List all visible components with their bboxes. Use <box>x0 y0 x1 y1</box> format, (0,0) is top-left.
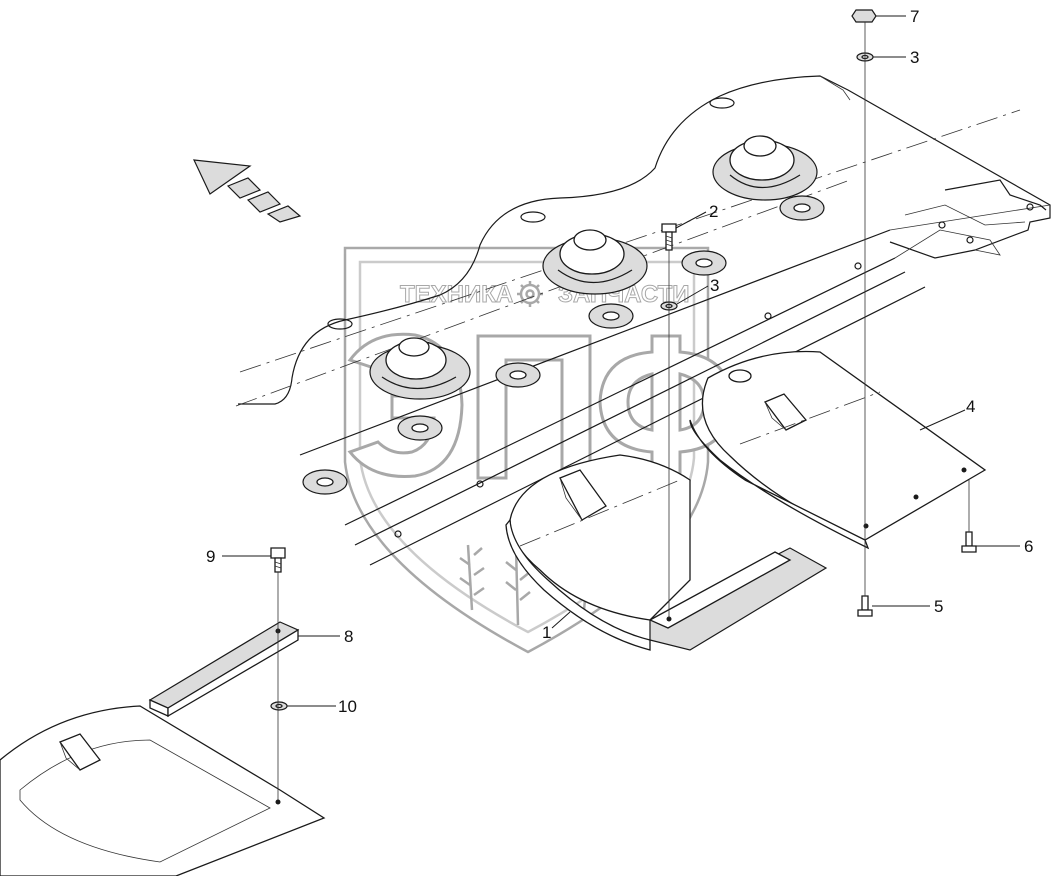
disc-hub-right <box>712 135 818 201</box>
disc-hub-middle <box>542 229 648 295</box>
callout-labels: 1 2 3 3 4 5 6 7 8 9 10 <box>206 7 1033 716</box>
callout-8: 8 <box>344 627 353 646</box>
callout-4: 4 <box>966 397 975 416</box>
disc-hub-left <box>369 337 471 400</box>
direction-arrow-icon <box>193 159 302 223</box>
mower-frame <box>235 75 1051 566</box>
callout-7: 7 <box>910 7 919 26</box>
spacer-bar-part-8 <box>148 621 300 718</box>
assembly-axes <box>277 22 970 800</box>
bearing-discs <box>302 195 825 495</box>
callout-leaders <box>222 15 1020 707</box>
watermark-shield <box>343 246 710 654</box>
callout-9: 9 <box>206 547 215 566</box>
bolt-part-6 <box>961 531 977 553</box>
bolt-part-9 <box>270 547 286 573</box>
bolt-part-5 <box>857 595 873 617</box>
callout-2: 2 <box>709 202 718 221</box>
lower-left-plate <box>0 705 326 876</box>
callout-5: 5 <box>934 597 943 616</box>
washer-part-10 <box>270 701 288 711</box>
guard-plate-part-4 <box>689 350 987 550</box>
callout-1: 1 <box>542 623 551 642</box>
callout-6: 6 <box>1024 537 1033 556</box>
callout-10: 10 <box>338 697 357 716</box>
bolt-part-2 <box>661 223 677 251</box>
gear-icon <box>517 281 543 307</box>
nut-part-7 <box>851 9 877 23</box>
callout-3-top: 3 <box>910 48 919 67</box>
guard-shoe-part-1 <box>505 454 828 651</box>
callout-3-mid: 3 <box>710 276 719 295</box>
